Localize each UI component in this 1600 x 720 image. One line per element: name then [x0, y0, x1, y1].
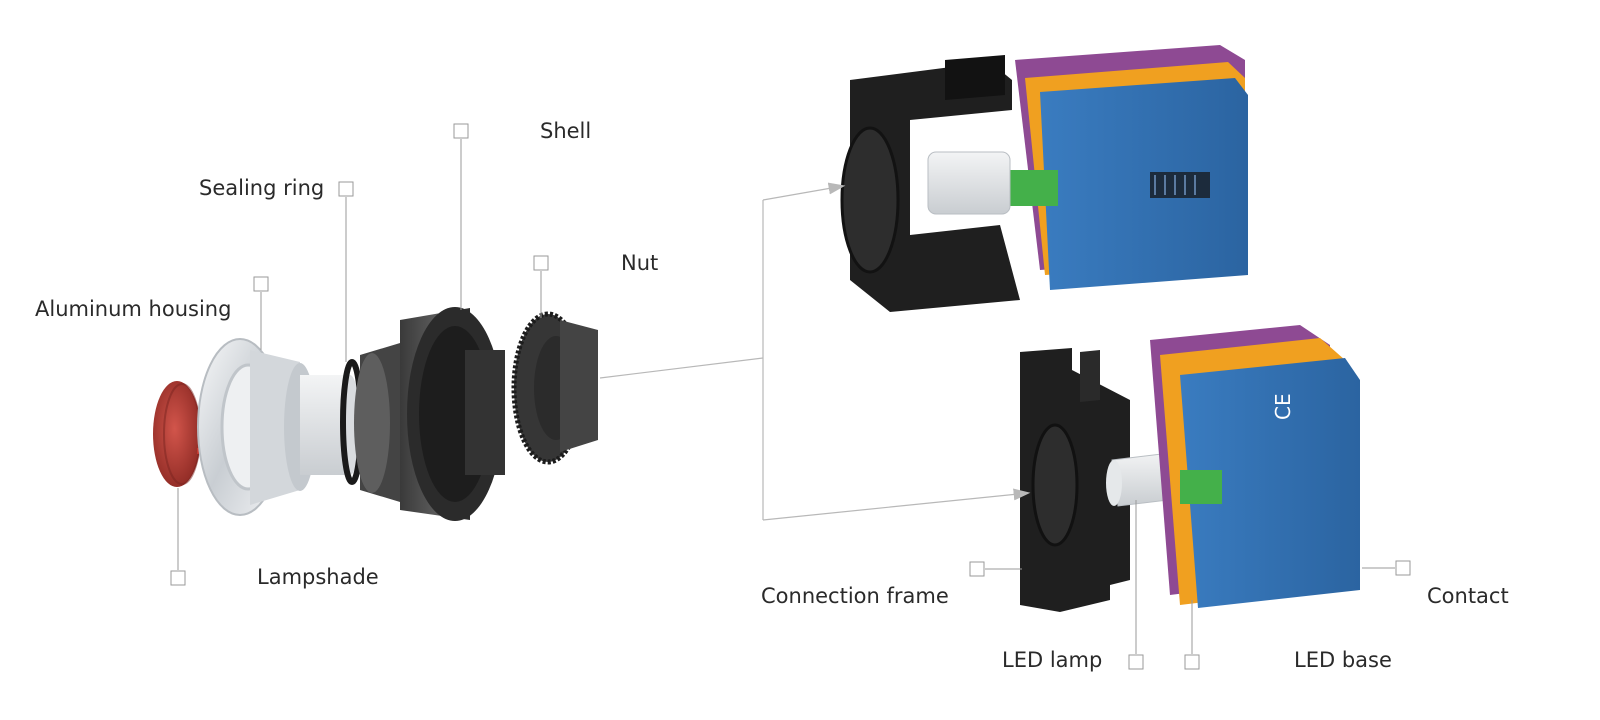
- svg-text:CE: CE: [1271, 393, 1295, 420]
- marker-nut: [533, 255, 549, 271]
- label-lampshade: Lampshade: [257, 565, 379, 589]
- contact-part: CE: [1150, 325, 1360, 608]
- label-shell: Shell: [540, 119, 592, 143]
- label-contact: Contact: [1427, 584, 1509, 608]
- nut-part: [511, 311, 598, 465]
- shell-part: [354, 307, 505, 521]
- marker-sealing-ring: [338, 181, 354, 197]
- label-led-lamp: LED lamp: [1002, 648, 1103, 672]
- marker-contact: [1395, 560, 1411, 576]
- leader-lines: [177, 139, 1395, 654]
- marker-led-base: [1184, 654, 1200, 670]
- leader-markers: [170, 123, 1411, 670]
- marker-shell: [453, 123, 469, 139]
- marker-lampshade: [170, 570, 186, 586]
- explode-connector: [599, 182, 1031, 521]
- marker-aluminum-housing: [253, 276, 269, 292]
- marker-connection-frame: [969, 561, 985, 577]
- aluminum-housing-part: [197, 338, 316, 516]
- inner-barrel-part: [300, 375, 360, 475]
- label-led-base: LED base: [1294, 648, 1392, 672]
- label-connection-frame: Connection frame: [761, 584, 949, 608]
- label-nut: Nut: [621, 251, 659, 275]
- label-sealing-ring: Sealing ring: [199, 176, 325, 200]
- assembled-contact-block: [840, 45, 1248, 312]
- label-aluminum-housing: Aluminum housing: [35, 297, 232, 321]
- marker-led-lamp: [1128, 654, 1144, 670]
- connection-frame-part: [1020, 348, 1130, 612]
